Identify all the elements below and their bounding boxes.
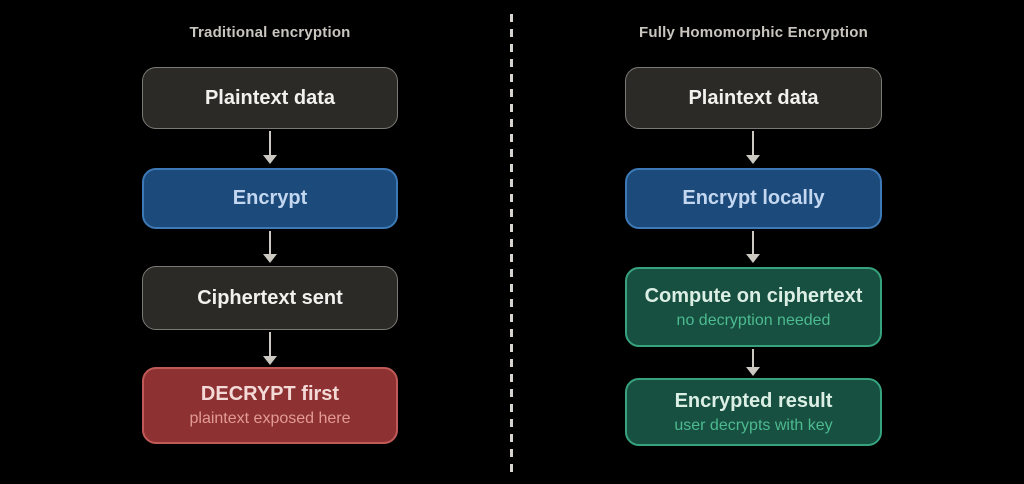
node-encrypt: Encrypt (142, 168, 398, 229)
node-label: Encrypt (232, 187, 308, 209)
node-label: DECRYPT first (200, 383, 340, 405)
arrow-stem (268, 131, 272, 155)
node-label: Compute on ciphertext (644, 284, 863, 307)
dashed-divider (510, 14, 513, 472)
node-encrypted-result: Encrypted result user decrypts with key (625, 378, 882, 446)
node-label: Encrypted result (674, 389, 833, 412)
arrow-down-icon (262, 131, 278, 164)
arrow-down-icon (745, 231, 761, 263)
left-column-title: Traditional encryption (189, 24, 351, 41)
node-subtitle: no decryption needed (676, 311, 831, 329)
node-subtitle: user decrypts with key (674, 416, 833, 434)
node-subtitle: plaintext exposed here (189, 410, 351, 427)
node-plaintext-data-traditional: Plaintext data (142, 67, 398, 129)
node-ciphertext-sent: Ciphertext sent (142, 266, 398, 330)
node-compute-on-ciphertext: Compute on ciphertext no decryption need… (625, 267, 882, 347)
node-decrypt-first: DECRYPT first plaintext exposed here (142, 367, 398, 444)
right-column-title: Fully Homomorphic Encryption (639, 24, 868, 41)
arrow-head (746, 254, 760, 263)
node-label: Plaintext data (204, 86, 336, 109)
arrow-head (263, 254, 277, 263)
arrow-stem (268, 231, 272, 254)
arrow-head (263, 356, 277, 365)
node-plaintext-data-fhe: Plaintext data (625, 67, 882, 129)
node-label: Ciphertext sent (197, 286, 343, 309)
arrow-stem (268, 332, 272, 356)
arrow-head (746, 155, 760, 164)
arrow-stem (751, 231, 755, 254)
arrow-down-icon (745, 131, 761, 164)
arrow-head (746, 367, 760, 376)
node-label: Plaintext data (688, 86, 819, 109)
arrow-head (263, 155, 277, 164)
arrow-down-icon (262, 332, 278, 365)
node-encrypt-locally: Encrypt locally (625, 168, 882, 229)
arrow-stem (751, 131, 755, 155)
arrow-down-icon (745, 349, 761, 376)
arrow-down-icon (262, 231, 278, 263)
arrow-stem (751, 349, 755, 367)
node-label: Encrypt locally (682, 187, 825, 209)
